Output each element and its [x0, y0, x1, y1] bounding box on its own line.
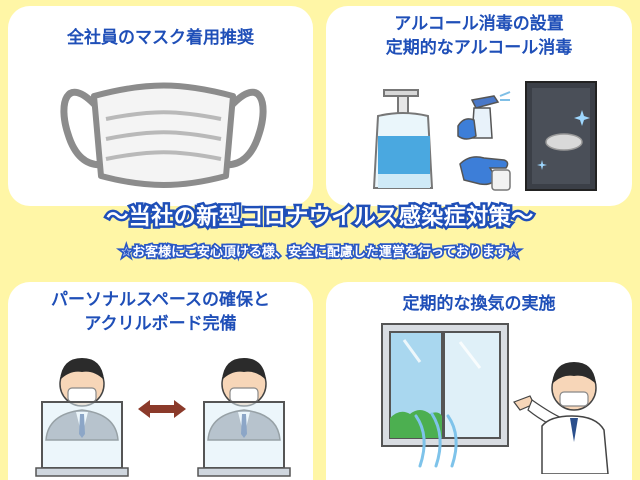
- ventilation-panel-title: 定期的な換気の実施: [402, 294, 556, 314]
- partition-panel-title: パーソナルスペースの確保と アクリルボード完備: [8, 288, 313, 336]
- gloved-hand-icon: [459, 156, 511, 191]
- sanitizer-bottle-icon: [372, 89, 434, 189]
- alcohol-panel: アルコール消毒の設置 定期的なアルコール消毒: [326, 6, 632, 206]
- mask-panel: 全社員のマスク着用推奨: [8, 6, 313, 206]
- alcohol-title-line2: 定期的なアルコール消毒: [385, 38, 573, 58]
- double-arrow-icon: [138, 400, 186, 418]
- banner-title: 〜当社の新型コロナウイルス感染症対策〜: [104, 203, 536, 233]
- partition-panel: パーソナルスペースの確保と アクリルボード完備: [8, 282, 313, 480]
- door-handle-icon: [525, 81, 597, 191]
- alcohol-title-line1: アルコール消毒の設置: [394, 14, 564, 34]
- mask-panel-title: 全社員のマスク着用推奨: [67, 28, 254, 48]
- window-icon: [381, 323, 509, 447]
- ventilation-panel: 定期的な換気の実施: [326, 282, 632, 480]
- office-worker-icon: [35, 358, 129, 477]
- wind-icon: [414, 412, 458, 468]
- partition-title-line2: アクリルボード完備: [84, 314, 237, 334]
- office-worker-icon: [197, 358, 291, 477]
- office-worker-icon: [513, 362, 609, 474]
- partition-title-line1: パーソナルスペースの確保と: [51, 290, 270, 310]
- mask-icon: [60, 82, 267, 188]
- alcohol-panel-title: アルコール消毒の設置 定期的なアルコール消毒: [326, 12, 632, 60]
- spray-bottle-icon: [457, 91, 511, 140]
- banner-subtitle: ☆お客様にご安心頂ける様、安全に配慮した運営を行っております☆: [119, 243, 522, 262]
